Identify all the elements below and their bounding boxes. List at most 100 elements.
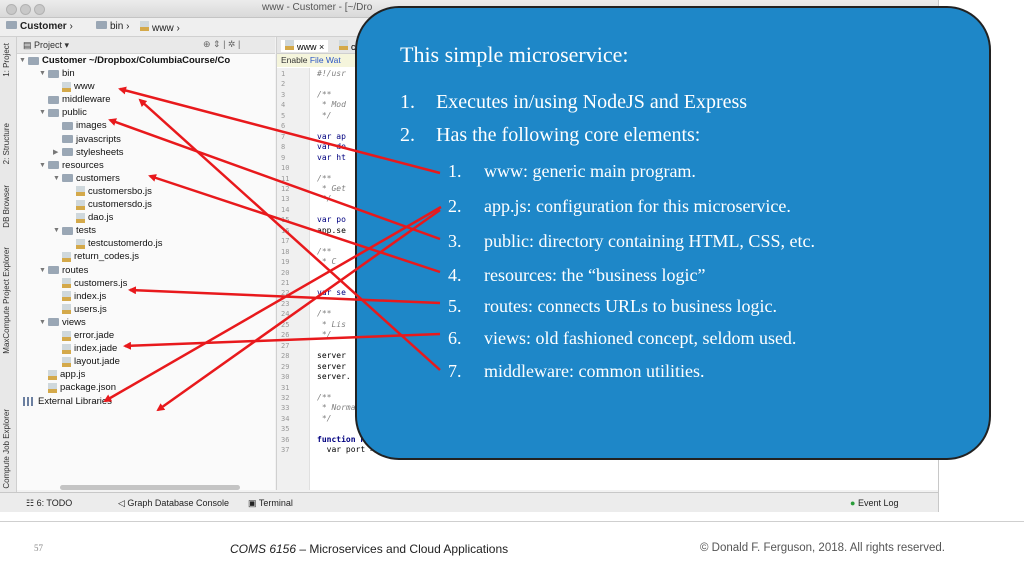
- tree-item[interactable]: ▼routes: [39, 264, 88, 277]
- project-view-dropdown[interactable]: ▤ Project ▾: [23, 40, 70, 50]
- tree-item[interactable]: ▼bin: [39, 67, 75, 80]
- callout-subitem-6: 6.views: old fashioned concept, seldom u…: [448, 328, 797, 348]
- folder-icon: [62, 148, 73, 157]
- tree-item[interactable]: www: [53, 80, 95, 93]
- tree-item[interactable]: ▼tests: [53, 224, 96, 237]
- tree-item[interactable]: users.js: [53, 303, 107, 316]
- tree-item[interactable]: customersbo.js: [67, 185, 152, 198]
- chevron-down-icon[interactable]: ▼: [53, 174, 60, 182]
- line-number: 4: [281, 101, 286, 110]
- line-number: 35: [281, 425, 290, 434]
- code-line: * C: [317, 257, 337, 267]
- callout-item-1: 1.Executes in/using NodeJS and Express: [400, 91, 748, 113]
- code-line: var ht: [317, 152, 346, 162]
- tree-item-label: error.jade: [74, 330, 115, 341]
- breadcrumb-item-customer[interactable]: Customer ›: [6, 21, 73, 32]
- folder-icon: [62, 226, 73, 235]
- enable-file-watcher-link[interactable]: File Wat: [309, 55, 341, 65]
- line-number: 33: [281, 404, 290, 413]
- tree-item[interactable]: testcustomerdo.js: [67, 237, 162, 250]
- code-line: server: [317, 351, 346, 361]
- code-line: * Mod: [317, 100, 346, 110]
- file-icon: [62, 356, 71, 367]
- graph-database-console-tab[interactable]: ◁ Graph Database Console: [118, 498, 229, 508]
- tree-item[interactable]: index.js: [53, 290, 106, 303]
- tree-item[interactable]: customersdo.js: [67, 198, 152, 211]
- bottom-tool-bar: ☷ 6: TODO ◁ Graph Database Console ▣ Ter…: [0, 492, 938, 512]
- line-number: 8: [281, 143, 286, 152]
- tool-tab-maxcompute-explorer[interactable]: MaxCompute Project Explorer: [2, 247, 11, 354]
- chevron-down-icon[interactable]: ▼: [39, 266, 46, 274]
- tree-item[interactable]: layout.jade: [53, 355, 120, 368]
- breadcrumb-item-www[interactable]: www ›: [140, 21, 180, 34]
- file-icon: [76, 186, 85, 197]
- tool-tab-db-browser[interactable]: DB Browser: [2, 185, 11, 228]
- tree-item[interactable]: error.jade: [53, 329, 114, 342]
- tree-item[interactable]: customers.js: [53, 277, 127, 290]
- tree-item[interactable]: javascripts: [53, 133, 121, 146]
- tree-item[interactable]: ▼views: [39, 316, 86, 329]
- project-view-icon: ▤: [23, 40, 35, 50]
- todo-tab[interactable]: ☷ 6: TODO: [26, 498, 73, 508]
- tree-item[interactable]: ▶stylesheets: [53, 146, 124, 159]
- minimize-window-button[interactable]: [20, 4, 31, 15]
- terminal-tab[interactable]: ▣ Terminal: [248, 498, 293, 508]
- tree-item-label: images: [76, 120, 107, 132]
- panel-settings-icons[interactable]: ⊕ ⇕ | ✲ |: [203, 39, 241, 49]
- tree-item-label: index.jade: [74, 343, 118, 355]
- line-number: 20: [281, 268, 290, 277]
- left-tool-window-bar: 1: Project 2: Structure DB Browser MaxCo…: [0, 37, 17, 492]
- tree-item[interactable]: package.json: [39, 381, 116, 394]
- chevron-down-icon[interactable]: ▼: [39, 318, 46, 326]
- chevron-down-icon[interactable]: ▼: [39, 70, 46, 77]
- line-number: 34: [281, 414, 290, 423]
- horizontal-scrollbar[interactable]: [60, 485, 240, 490]
- code-line: /**: [317, 246, 332, 256]
- chevron-down-icon[interactable]: ▼: [53, 227, 60, 235]
- code-line: * Lis: [317, 319, 346, 329]
- editor-tab-second[interactable]: c: [339, 40, 356, 52]
- folder-icon: [48, 318, 59, 327]
- file-icon: [62, 251, 71, 262]
- line-number: 15: [281, 216, 290, 225]
- chevron-down-icon[interactable]: ▼: [39, 109, 46, 117]
- tree-item[interactable]: ▼resources: [39, 159, 104, 172]
- file-icon: [339, 40, 348, 50]
- folder-icon: [28, 56, 39, 65]
- tree-item[interactable]: images: [53, 119, 107, 132]
- tree-item[interactable]: return_codes.js: [53, 250, 139, 263]
- zoom-window-button[interactable]: [34, 4, 45, 15]
- file-icon: [48, 382, 57, 393]
- tool-tab-project[interactable]: 1: Project: [2, 43, 11, 77]
- line-number: 31: [281, 383, 290, 392]
- callout-subitem-2: 2.app.js: configuration for this microse…: [448, 196, 791, 216]
- event-log-button[interactable]: ● Event Log: [850, 498, 899, 508]
- folder-icon: [48, 266, 59, 274]
- file-icon: [76, 199, 85, 210]
- chevron-down-icon[interactable]: ▼: [39, 161, 46, 169]
- tool-tab-structure[interactable]: 2: Structure: [2, 123, 11, 165]
- chevron-right-icon[interactable]: ▶: [53, 149, 59, 157]
- tree-item[interactable]: middleware: [39, 93, 111, 106]
- tree-item[interactable]: ▼customers: [53, 172, 120, 185]
- chevron-down-icon: ▼: [19, 57, 26, 64]
- tree-item[interactable]: index.jade: [53, 342, 117, 355]
- tool-tab-compute-job-explorer[interactable]: Compute Job Explorer: [2, 409, 11, 489]
- code-line: server: [317, 361, 346, 371]
- tree-root[interactable]: ▼Customer ~/Dropbox/ColumbiaCourse/Co: [19, 55, 231, 66]
- close-window-button[interactable]: [6, 4, 17, 15]
- tree-item[interactable]: ▼public: [39, 106, 87, 119]
- tree-item[interactable]: dao.js: [67, 211, 113, 224]
- file-icon: [62, 304, 71, 315]
- todo-icon: ☷: [26, 498, 37, 508]
- tree-item-label: External Libraries: [38, 395, 112, 407]
- code-line: var se: [317, 288, 346, 298]
- tree-item[interactable]: app.js: [39, 368, 85, 381]
- tree-item[interactable]: External Libraries: [23, 395, 112, 408]
- code-line: /**: [317, 392, 332, 402]
- code-line: var po: [317, 215, 346, 225]
- editor-tab-www[interactable]: www ×: [281, 40, 329, 52]
- line-number: 28: [281, 352, 290, 361]
- breadcrumb-item-bin[interactable]: bin ›: [96, 21, 129, 32]
